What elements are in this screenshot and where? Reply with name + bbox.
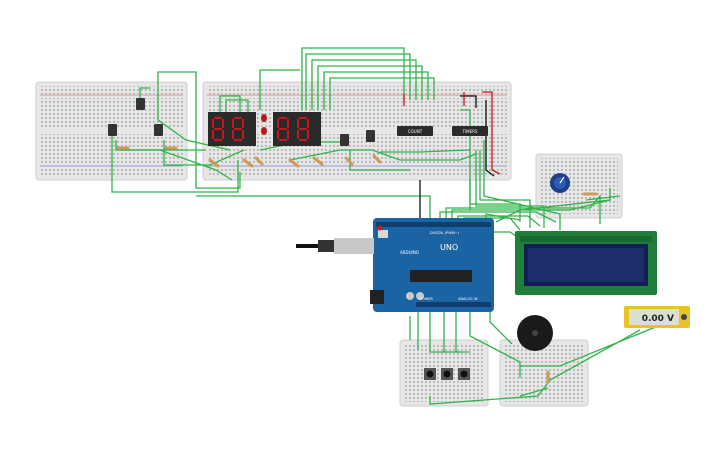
transistor-1[interactable] (136, 98, 145, 110)
breadboard-buzzer[interactable] (499, 339, 589, 407)
usb-cable[interactable] (296, 238, 374, 254)
push-button-2[interactable] (441, 368, 453, 380)
push-button-3[interactable] (458, 368, 470, 380)
ic-timers[interactable]: TIMERS (452, 126, 488, 136)
power-label: POWER (420, 297, 434, 301)
transistor-3[interactable] (154, 124, 163, 136)
multimeter[interactable]: 0.00 V (624, 306, 690, 328)
wires[interactable] (111, 47, 659, 405)
seven-segment-display-1 (208, 112, 256, 146)
seven-segment-display-2 (273, 112, 321, 146)
resistors[interactable] (116, 146, 598, 384)
led-red-1[interactable] (261, 114, 267, 122)
digital-label: DIGITAL (PWM~) (430, 231, 460, 235)
breadboard-main[interactable] (202, 81, 512, 181)
piezo-buzzer[interactable] (517, 315, 553, 351)
power-jack[interactable] (370, 290, 384, 304)
arduino-brand: ARDUINO (400, 250, 419, 255)
transistor-2[interactable] (108, 124, 117, 136)
ic-timers-label: TIMERS (462, 129, 478, 134)
transistor-5[interactable] (366, 130, 375, 142)
multimeter-reading: 0.00 V (642, 314, 674, 324)
transistor-4[interactable] (340, 134, 349, 146)
analog-label: ANALOG IN (458, 297, 478, 301)
arduino-model: UNO (440, 243, 458, 252)
ic-count-label: COUNT (408, 129, 423, 134)
power-wires[interactable] (403, 91, 501, 222)
ic-count[interactable]: COUNT (397, 126, 433, 136)
arduino-uno[interactable]: UNO ARDUINO DIGITAL (PWM~) POWER ANALOG … (373, 218, 494, 312)
led-red-2[interactable] (261, 127, 267, 135)
lcd-display[interactable] (515, 231, 657, 295)
potentiometer[interactable] (550, 173, 570, 193)
push-button-1[interactable] (424, 368, 436, 380)
